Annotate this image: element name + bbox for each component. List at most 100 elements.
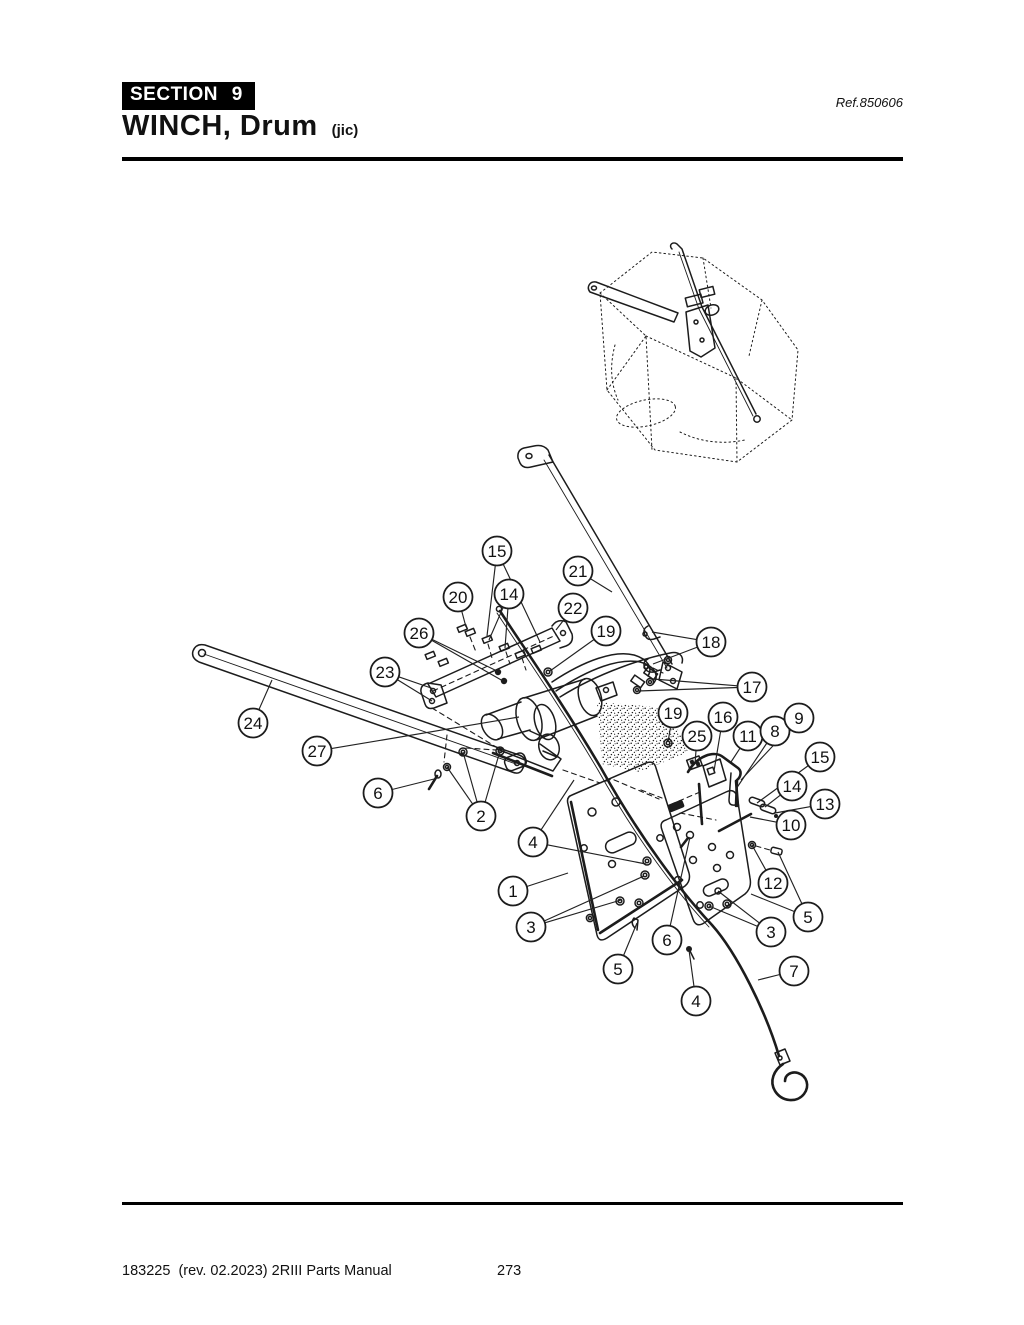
callout-27 xyxy=(301,735,333,767)
leader-line-2 xyxy=(446,766,474,805)
ref-number: Ref.850606 xyxy=(835,95,903,110)
callout-10 xyxy=(775,809,807,841)
leader-line-7 xyxy=(757,973,781,981)
callout-number-12: 12 xyxy=(764,874,783,893)
callout-number-14: 14 xyxy=(500,585,519,604)
leader-line-19 xyxy=(667,727,672,743)
leader-line-15 xyxy=(502,563,541,643)
leader-line-22 xyxy=(555,619,565,631)
callout-number-8: 8 xyxy=(770,722,779,741)
callout-15 xyxy=(481,535,513,567)
leader-line-25 xyxy=(694,750,697,765)
leader-line-2 xyxy=(462,751,478,803)
callout-number-7: 7 xyxy=(789,962,798,981)
leader-line-3 xyxy=(708,905,758,927)
callout-14 xyxy=(776,770,808,802)
leader-line-27 xyxy=(331,716,520,750)
callout-number-11: 11 xyxy=(739,727,757,746)
header-rule xyxy=(122,157,903,161)
leader-line-14 xyxy=(504,608,509,649)
leader-line-16 xyxy=(713,731,722,772)
callout-1 xyxy=(497,875,529,907)
callout-number-24: 24 xyxy=(244,714,263,733)
callout-5 xyxy=(792,901,824,933)
callout-number-17: 17 xyxy=(743,678,762,697)
callout-leader-lines xyxy=(258,563,811,987)
leader-line-20 xyxy=(461,610,467,628)
callout-24 xyxy=(237,707,269,739)
leader-line-19 xyxy=(549,638,595,672)
callout-8 xyxy=(759,715,791,747)
footer-page-number: 273 xyxy=(497,1263,522,1279)
callout-number-21: 21 xyxy=(569,562,588,581)
callout-number-18: 18 xyxy=(702,633,721,652)
callout-number-19: 19 xyxy=(597,622,616,641)
callout-21 xyxy=(562,555,594,587)
callout-13 xyxy=(809,788,841,820)
leader-line-17 xyxy=(637,686,738,692)
section-badge: SECTION 9 xyxy=(122,82,255,110)
callout-12 xyxy=(757,867,789,899)
callout-number-15: 15 xyxy=(811,748,830,767)
callout-number-3: 3 xyxy=(766,923,775,942)
leader-line-10 xyxy=(749,816,777,823)
leader-line-3 xyxy=(543,875,645,922)
leader-line-5 xyxy=(750,893,795,913)
callout-20 xyxy=(442,581,474,613)
mount-plate-right xyxy=(640,738,783,960)
callout-number-2: 2 xyxy=(476,807,485,826)
callout-5 xyxy=(602,953,634,985)
lever-arm-24 xyxy=(191,643,528,774)
leader-line-3 xyxy=(544,899,622,924)
callout-18 xyxy=(695,626,727,658)
leader-line-17 xyxy=(652,678,738,687)
callout-number-9: 9 xyxy=(794,709,803,728)
leader-line-4 xyxy=(688,949,695,987)
callout-4 xyxy=(517,826,549,858)
leader-line-18 xyxy=(652,646,698,665)
callout-9 xyxy=(783,702,815,734)
leader-line-14 xyxy=(764,794,781,808)
title-suffix: (jic) xyxy=(331,122,359,139)
page-title-row: WINCH, Drum (jic) xyxy=(122,110,358,143)
callout-number-25: 25 xyxy=(688,727,707,746)
callout-number-23: 23 xyxy=(376,663,395,682)
callout-19 xyxy=(657,697,689,729)
callout-number-10: 10 xyxy=(782,816,801,835)
callout-17 xyxy=(736,671,768,703)
leader-line-12 xyxy=(751,844,767,871)
callout-number-19: 19 xyxy=(664,704,683,723)
leader-line-5 xyxy=(777,851,803,905)
callout-number-3: 3 xyxy=(526,918,535,937)
callout-3 xyxy=(755,916,787,948)
callout-number-20: 20 xyxy=(449,588,468,607)
leader-line-4 xyxy=(547,844,647,865)
callout-2 xyxy=(465,800,497,832)
leader-line-6 xyxy=(669,836,691,926)
leader-line-18 xyxy=(651,631,697,641)
callout-number-22: 22 xyxy=(564,599,583,618)
callout-15 xyxy=(804,741,836,773)
callout-number-4: 4 xyxy=(528,833,537,852)
callout-number-14: 14 xyxy=(783,777,802,796)
callout-7 xyxy=(778,955,810,987)
callout-6 xyxy=(362,777,394,809)
callout-number-5: 5 xyxy=(613,960,622,979)
callout-3 xyxy=(515,911,547,943)
leader-line-14 xyxy=(488,607,504,641)
page-title: WINCH, Drum xyxy=(122,110,318,142)
callout-14 xyxy=(493,578,525,610)
callout-4 xyxy=(680,985,712,1017)
control-rod-21 xyxy=(517,444,683,690)
footer-rule xyxy=(122,1202,903,1205)
leader-line-6 xyxy=(391,778,435,791)
leader-line-26 xyxy=(431,638,498,672)
leader-line-23 xyxy=(398,676,435,690)
leader-line-4 xyxy=(540,779,575,831)
callout-25 xyxy=(681,720,713,752)
callout-number-16: 16 xyxy=(714,708,733,727)
leader-line-11 xyxy=(730,747,741,763)
